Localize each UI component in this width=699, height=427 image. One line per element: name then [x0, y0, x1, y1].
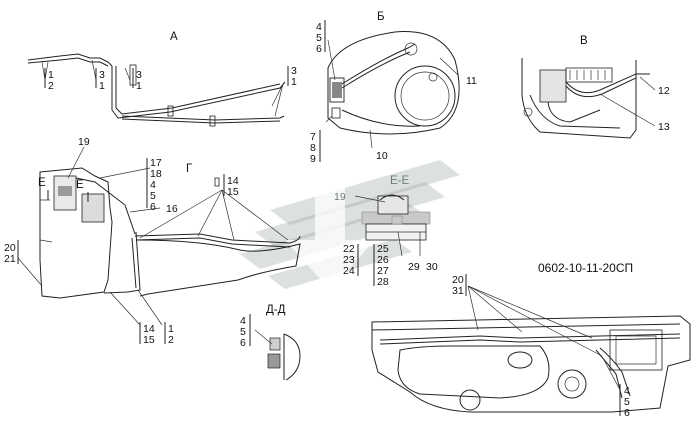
label-g-18: 18 — [150, 168, 162, 180]
label-v-13: 13 — [658, 121, 670, 133]
label-e-19: 19 — [334, 191, 346, 203]
view-g: Г 19 17 18 4 5 6 16 14 15 20 21 — [4, 136, 301, 346]
label-a-1c: 1 — [136, 80, 142, 92]
label-g-15b: 15 — [143, 334, 155, 346]
label-e-22: 22 — [343, 243, 355, 255]
label-g-20: 20 — [4, 242, 16, 254]
label-g-19: 19 — [78, 136, 90, 148]
section-mark-e-left: Е — [38, 177, 46, 189]
label-a-3c: 3 — [136, 69, 142, 81]
label-d-4: 4 — [240, 315, 246, 327]
section-d-d: Д-Д 4 5 6 — [240, 304, 301, 381]
label-r-5: 5 — [624, 396, 630, 408]
label-b-5: 5 — [316, 32, 322, 44]
view-a: А 1 2 3 1 3 1 3 1 — [27, 31, 297, 127]
label-e-28: 28 — [377, 276, 389, 288]
view-g-title: Г — [186, 163, 193, 175]
section-mark-e-right: Е — [76, 179, 84, 191]
label-g-1: 1 — [168, 323, 174, 335]
label-b-4: 4 — [316, 21, 322, 33]
view-v: В 12 13 — [521, 35, 670, 139]
view-b-title: Б — [377, 11, 385, 23]
label-v-12: 12 — [658, 85, 670, 97]
label-b-10: 10 — [376, 150, 388, 162]
label-b-8: 8 — [310, 142, 316, 154]
label-b-6: 6 — [316, 43, 322, 55]
label-e-26: 26 — [377, 254, 389, 266]
label-a-3d: 3 — [291, 65, 297, 77]
label-e-30: 30 — [426, 261, 438, 273]
label-g-6: 6 — [150, 201, 156, 213]
label-e-29: 29 — [408, 261, 420, 273]
label-a-1d: 1 — [291, 76, 297, 88]
section-e-e: Е-Е 19 22 23 24 25 26 27 28 29 30 — [334, 175, 438, 288]
label-e-25: 25 — [377, 243, 389, 255]
label-a-2: 2 — [48, 80, 54, 92]
label-d-5: 5 — [240, 326, 246, 338]
label-r-4: 4 — [624, 385, 630, 397]
label-a-1b: 1 — [99, 80, 105, 92]
section-d-d-title: Д-Д — [266, 304, 286, 316]
label-r-6: 6 — [624, 407, 630, 419]
label-e-27: 27 — [377, 265, 389, 277]
label-g-5: 5 — [150, 190, 156, 202]
label-a-3: 3 — [99, 69, 105, 81]
label-e-24: 24 — [343, 265, 355, 277]
document-code: 0602-10-11-20СП — [538, 261, 633, 275]
label-d-6: 6 — [240, 337, 246, 349]
label-g-2: 2 — [168, 334, 174, 346]
label-g-17: 17 — [150, 157, 162, 169]
label-g-14: 14 — [227, 175, 239, 187]
assembly-view: 20 31 4 5 6 — [371, 274, 691, 419]
label-b-11: 11 — [466, 75, 477, 87]
label-g-21: 21 — [4, 253, 16, 265]
label-g-14b: 14 — [143, 323, 155, 335]
label-r-31: 31 — [452, 285, 464, 297]
view-b: Б 4 5 6 11 7 8 9 10 — [310, 11, 477, 165]
view-v-title: В — [580, 35, 588, 47]
label-b-7: 7 — [310, 131, 316, 143]
label-a-1: 1 — [48, 69, 54, 81]
label-b-9: 9 — [310, 153, 316, 165]
label-g-4: 4 — [150, 179, 156, 191]
label-e-23: 23 — [343, 254, 355, 266]
section-e-e-title: Е-Е — [390, 175, 410, 187]
label-g-15: 15 — [227, 186, 239, 198]
label-r-20: 20 — [452, 274, 464, 286]
view-a-title: А — [170, 31, 178, 43]
label-g-16: 16 — [166, 203, 178, 215]
